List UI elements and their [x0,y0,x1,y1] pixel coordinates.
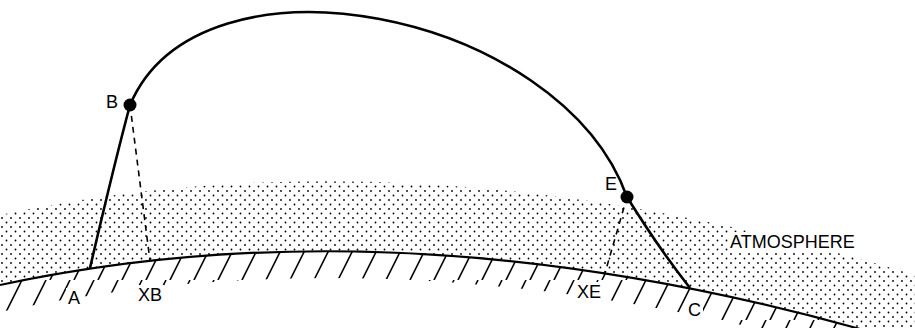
ground-hatching [0,251,915,328]
region-label: ATMOSPHERE [728,232,857,252]
point-marker [621,191,634,204]
point-label: A [66,288,82,308]
dashed-projection [130,105,150,261]
dashed-projection [605,197,627,273]
earth-surface [0,251,915,328]
point-label: XE [575,282,603,302]
point-label: XB [136,285,164,305]
trajectory-arc [90,12,690,288]
atmosphere-band [0,181,915,328]
point-label: B [104,92,120,112]
point-label: C [686,300,703,320]
point-label: E [603,174,619,194]
point-marker [124,99,137,112]
